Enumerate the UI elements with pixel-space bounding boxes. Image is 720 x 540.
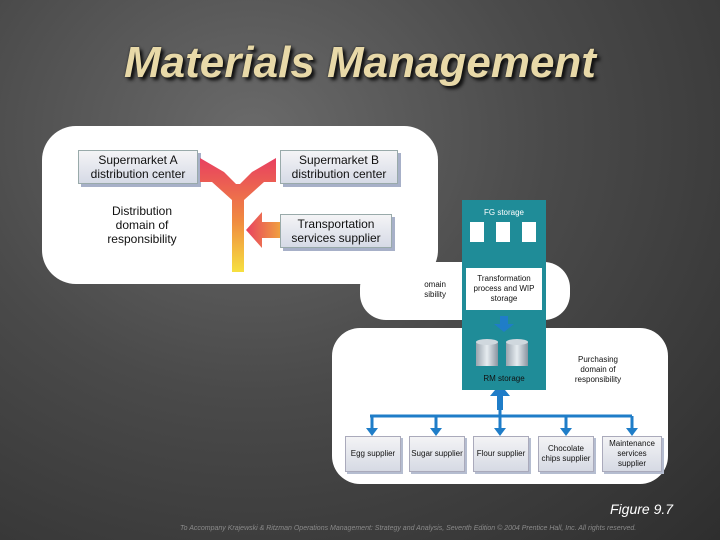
rm-storage-label: RM storage (483, 374, 525, 383)
fg-storage-label: FG storage (483, 208, 524, 217)
production-domain-label: omain sibility (424, 280, 446, 299)
supplier-sugar: Sugar supplier (409, 436, 465, 472)
transformation-label: Transformation process and WIP storage (473, 274, 535, 303)
supplier-flour: Flour supplier (473, 436, 529, 472)
supermarket-b-label: Supermarket B distribution center (291, 153, 387, 181)
transport-supplier-box: Transportation services supplier (280, 214, 392, 248)
supplier-chocolate: Chocolate chips supplier (538, 436, 594, 472)
distribution-domain-label: Distribution domain of responsibility (107, 204, 177, 246)
fg-cell-2 (496, 222, 510, 242)
transformation-box (466, 268, 542, 310)
rm-storage-drums (476, 339, 528, 366)
supplier-maintenance: Maintenance services supplier (602, 436, 662, 472)
page-title: Materials Management (124, 38, 596, 87)
supplier-egg: Egg supplier (345, 436, 401, 472)
transport-arrow (246, 212, 280, 248)
purchasing-domain-label: Purchasing domain of responsibility (574, 355, 622, 384)
split-arrow (200, 158, 276, 272)
supplier-chocolate-label: Chocolate chips supplier (541, 444, 591, 463)
supermarket-a-box: Supermarket A distribution center (78, 150, 198, 184)
supplier-flour-label: Flour supplier (476, 449, 526, 458)
supermarket-b-box: Supermarket B distribution center (280, 150, 398, 184)
transport-supplier-label: Transportation services supplier (291, 217, 381, 245)
supermarket-a-label: Supermarket A distribution center (90, 153, 186, 181)
fg-cell-3 (522, 222, 536, 242)
footer-credit: To Accompany Krajewski & Ritzman Operati… (180, 525, 637, 532)
supplier-egg-label: Egg supplier (350, 449, 396, 458)
supplier-maintenance-label: Maintenance services supplier (609, 439, 655, 468)
supplier-sugar-label: Sugar supplier (411, 449, 463, 458)
fg-cell-1 (470, 222, 484, 242)
wip-arrow-down (494, 316, 514, 332)
figure-label: Figure 9.7 (610, 501, 674, 517)
